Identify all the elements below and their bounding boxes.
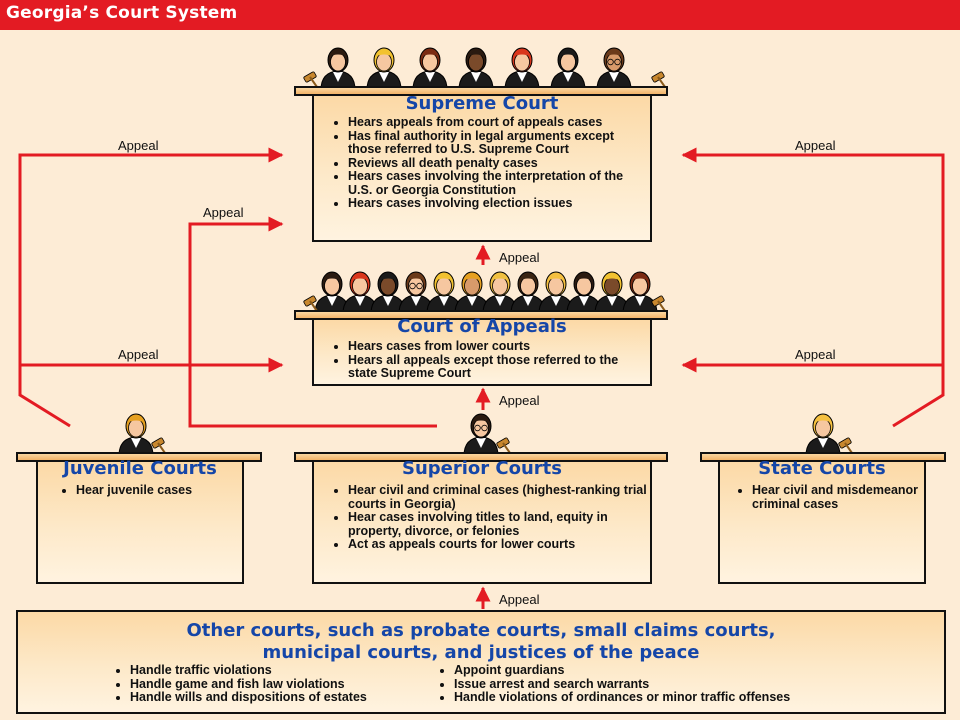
other-courts-title: Other courts, such as probate courts, sm… <box>18 620 944 664</box>
juvenile-duty: Hear juvenile cases <box>76 483 246 498</box>
appeal-label: Appeal <box>795 347 836 362</box>
judge-figure <box>538 271 574 314</box>
judge-figure <box>504 47 540 90</box>
appeals-duty: Hears all appeals except those referred … <box>348 353 648 381</box>
other-courts-title-line2: municipal courts, and justices of the pe… <box>262 642 700 663</box>
supreme-court-panel: Supreme Court Hears appeals from court o… <box>312 93 652 242</box>
judge-figure <box>426 271 462 314</box>
superior-duty: Hear civil and criminal cases (highest-r… <box>348 483 658 511</box>
gavel-icon <box>496 437 511 454</box>
supreme-duty: Reviews all death penalty cases <box>348 156 648 171</box>
judge-figure <box>458 47 494 90</box>
title-bar: Georgia’s Court System <box>0 0 960 30</box>
gavel-icon <box>303 71 318 88</box>
judge-figure <box>482 271 518 314</box>
supreme-justices-illustration <box>303 47 666 90</box>
judge-figure <box>805 413 841 456</box>
judge-figure <box>566 271 602 314</box>
superior-judge-illustration <box>463 413 511 456</box>
state-duties-list: Hear civil and misdemeanor criminal case… <box>736 483 932 511</box>
other-duty: Appoint guardians <box>454 663 924 678</box>
other-courts-panel: Other courts, such as probate courts, sm… <box>16 610 946 714</box>
supreme-court-title: Supreme Court <box>405 93 559 114</box>
judge-figure <box>320 47 356 90</box>
juvenile-judge-illustration <box>118 413 166 456</box>
state-court-title: State Courts <box>758 458 886 479</box>
judge-figure <box>314 271 350 314</box>
supreme-duty: Hears cases involving the interpretation… <box>348 169 648 197</box>
superior-court-title: Superior Courts <box>401 458 562 479</box>
appeal-label: Appeal <box>499 393 540 408</box>
judge-figure <box>118 413 154 456</box>
state-judge-illustration <box>805 413 853 456</box>
state-court-panel: State Courts Hear civil and misdemeanor … <box>718 458 926 584</box>
supreme-duties-list: Hears appeals from court of appeals case… <box>332 115 648 211</box>
juvenile-to-supreme-line <box>18 147 284 428</box>
judge-figure <box>342 271 378 314</box>
judge-figure <box>412 47 448 90</box>
judge-figure <box>594 271 630 314</box>
appeals-duties-list: Hears cases from lower courtsHears all a… <box>332 339 648 381</box>
other-duty: Handle violations of ordinances or minor… <box>454 690 924 705</box>
state-duty: Hear civil and misdemeanor criminal case… <box>752 483 932 511</box>
gavel-icon <box>651 295 666 312</box>
gavel-icon <box>303 295 318 312</box>
other-duty: Issue arrest and search warrants <box>454 677 924 692</box>
state-to-supreme-line <box>681 147 945 428</box>
gavel-icon <box>151 437 166 454</box>
appeals-court-panel: Court of Appeals Hears cases from lower … <box>312 316 652 386</box>
appeal-label: Appeal <box>499 592 540 607</box>
juvenile-duties-list: Hear juvenile cases <box>60 483 246 498</box>
supreme-duty: Hears cases involving election issues <box>348 196 648 211</box>
other-duties-left: Handle traffic violationsHandle game and… <box>114 663 450 705</box>
judge-figure <box>596 47 632 90</box>
appeals-judges-illustration <box>303 271 666 314</box>
supreme-duty: Has final authority in legal arguments e… <box>348 129 648 157</box>
supreme-duty: Hears appeals from court of appeals case… <box>348 115 648 130</box>
judge-figure <box>510 271 546 314</box>
appeal-label: Appeal <box>118 347 159 362</box>
judge-figure <box>366 47 402 90</box>
diagram-title: Georgia’s Court System <box>6 3 238 23</box>
appeal-label: Appeal <box>499 250 540 265</box>
juvenile-court-title: Juvenile Courts <box>63 458 217 479</box>
superior-duties-list: Hear civil and criminal cases (highest-r… <box>332 483 658 552</box>
other-duties-right: Appoint guardiansIssue arrest and search… <box>438 663 924 705</box>
gavel-icon <box>651 71 666 88</box>
judge-figure <box>398 271 434 314</box>
appeal-label: Appeal <box>203 205 244 220</box>
judge-figure <box>550 47 586 90</box>
judge-figure <box>622 271 658 314</box>
other-duty: Handle game and fish law violations <box>130 677 450 692</box>
other-courts-title-line1: Other courts, such as probate courts, sm… <box>186 620 776 641</box>
judge-figure <box>370 271 406 314</box>
appeals-duty: Hears cases from lower courts <box>348 339 648 354</box>
judge-figure <box>463 413 499 456</box>
other-duty: Handle traffic violations <box>130 663 450 678</box>
superior-duty: Hear cases involving titles to land, equ… <box>348 510 658 538</box>
gavel-icon <box>838 437 853 454</box>
appeal-label: Appeal <box>795 138 836 153</box>
appeals-court-title: Court of Appeals <box>397 316 567 337</box>
juvenile-court-panel: Juvenile Courts Hear juvenile cases <box>36 458 246 584</box>
other-duty: Handle wills and dispositions of estates <box>130 690 450 705</box>
appeal-label: Appeal <box>118 138 159 153</box>
superior-duty: Act as appeals courts for lower courts <box>348 537 658 552</box>
superior-to-supreme-line <box>188 216 437 428</box>
superior-court-panel: Superior Courts Hear civil and criminal … <box>312 458 652 584</box>
